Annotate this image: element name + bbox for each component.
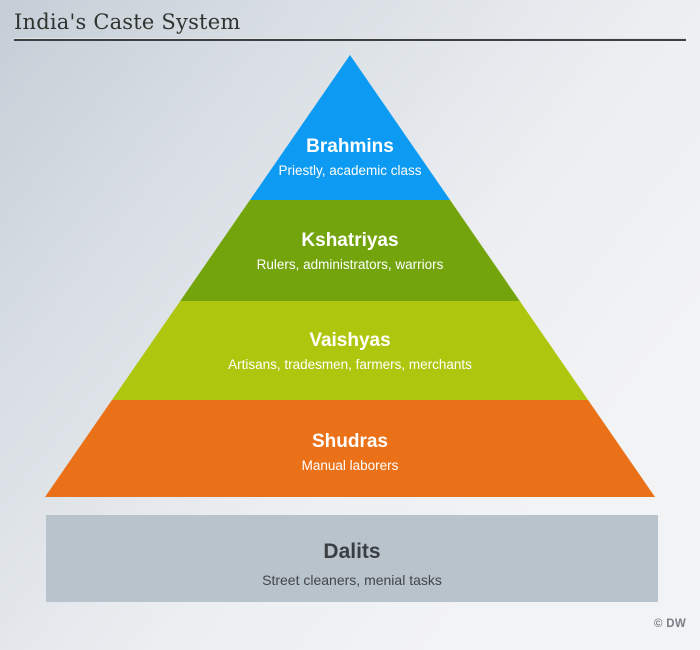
level-name: Vaishyas bbox=[309, 329, 391, 351]
page-title: India's Caste System bbox=[14, 10, 241, 34]
level-name: Kshatriyas bbox=[301, 229, 399, 251]
title-divider bbox=[14, 38, 686, 41]
pyramid-level-kshatriyas: Kshatriyas Rulers, administrators, warri… bbox=[45, 200, 655, 301]
dalits-box: Dalits Street cleaners, menial tasks bbox=[46, 515, 658, 602]
level-name: Brahmins bbox=[306, 136, 394, 157]
level-description: Priestly, academic class bbox=[278, 163, 422, 178]
pyramid-level-shudras: Shudras Manual laborers bbox=[45, 400, 655, 497]
header: India's Caste System bbox=[14, 0, 686, 41]
outcaste-name: Dalits bbox=[323, 540, 381, 563]
level-description: Manual laborers bbox=[301, 458, 399, 473]
level-description: Artisans, tradesmen, farmers, merchants bbox=[228, 356, 472, 372]
outcaste-description: Street cleaners, menial tasks bbox=[262, 572, 442, 588]
pyramid-level-brahmins: Brahmins Priestly, academic class bbox=[45, 55, 655, 200]
pyramid-level-vaishyas: Vaishyas Artisans, tradesmen, farmers, m… bbox=[45, 301, 655, 400]
level-description: Rulers, administrators, warriors bbox=[256, 256, 444, 272]
level-name: Shudras bbox=[311, 431, 389, 452]
copyright-credit: © DW bbox=[653, 618, 686, 630]
caste-pyramid: Brahmins Priestly, academic class Kshatr… bbox=[45, 55, 655, 497]
